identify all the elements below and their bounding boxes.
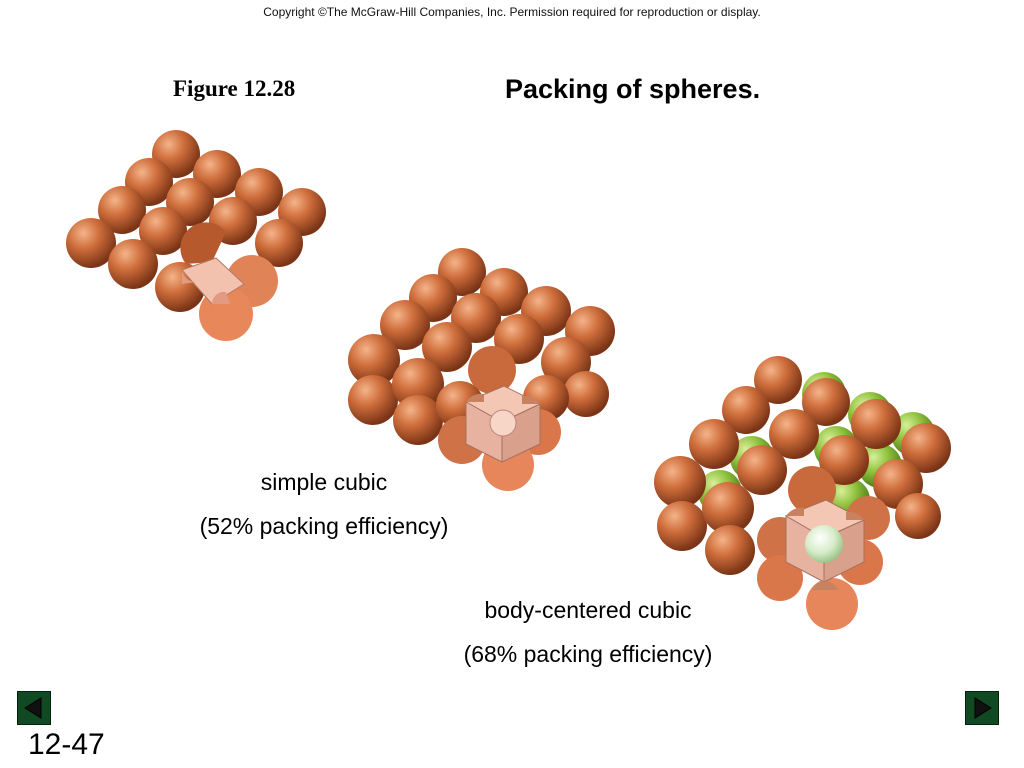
body-centered-efficiency: (68% packing efficiency) <box>463 641 713 667</box>
right-triangle-icon <box>974 697 992 719</box>
slide-number: 12-47 <box>28 728 105 761</box>
figure-label: Figure 12.28 <box>173 76 296 101</box>
body-centered-cubic-lattice-colored <box>654 356 951 630</box>
body-centered-unit-cell <box>436 346 569 491</box>
simple-cubic-efficiency: (52% packing efficiency) <box>199 513 449 539</box>
slide-title: Packing of spheres. <box>505 74 761 104</box>
simple-cubic-label: simple cubic <box>260 469 388 495</box>
simple-cubic-lattice <box>66 130 326 341</box>
simple-cubic-unit-cell <box>155 222 278 341</box>
copyright-notice: Copyright ©The McGraw-Hill Companies, In… <box>263 5 761 19</box>
body-centered-unit-cell-colored <box>757 466 890 630</box>
body-centered-caption: body-centered cubic (68% packing efficie… <box>448 597 728 668</box>
previous-slide-button[interactable] <box>17 691 51 725</box>
left-triangle-icon <box>24 697 42 719</box>
simple-cubic-caption: simple cubic (52% packing efficiency) <box>184 469 464 540</box>
next-slide-button[interactable] <box>965 691 999 725</box>
body-centered-cubic-lattice <box>348 248 615 491</box>
body-centered-label: body-centered cubic <box>484 597 692 623</box>
